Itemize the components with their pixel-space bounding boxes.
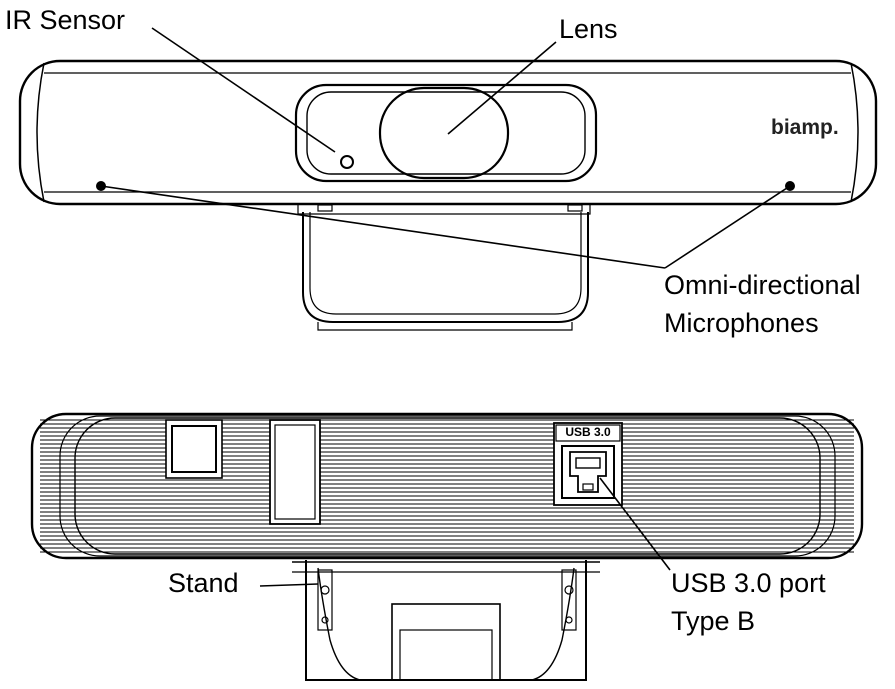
leader-lens (447, 41, 557, 135)
hinge-screw-right-2 (565, 616, 573, 624)
front-stand-top (297, 204, 591, 215)
hinge-screw-right (564, 585, 574, 595)
label-microphones: Microphones (664, 308, 819, 338)
usb-port-connector (569, 451, 607, 493)
leader-ir-sensor (151, 27, 336, 153)
back-stand-center (391, 603, 501, 681)
hinge-screw-left-2 (321, 616, 329, 624)
label-ir-sensor: IR Sensor (5, 5, 126, 35)
usb-port-tag-box (555, 424, 621, 442)
back-body (30, 412, 864, 560)
leader-lines (100, 27, 791, 587)
stand-clip-right (567, 204, 583, 212)
back-square-cutout (171, 425, 217, 473)
usb-port-pin (575, 457, 601, 469)
leader-mic-left (100, 185, 666, 269)
usb-port-body (561, 445, 615, 499)
leader-stand (259, 583, 319, 587)
back-inner-panel (74, 417, 821, 555)
lens-window-outer (294, 83, 598, 183)
back-stand-leg-right (531, 567, 575, 681)
ir-sensor-dot (340, 155, 354, 169)
front-body (18, 59, 878, 206)
front-end-cap-left (36, 62, 45, 203)
back-label-plate-inner (274, 424, 316, 520)
back-hinge-right (561, 569, 577, 631)
back-stand (305, 560, 587, 681)
front-end-cap-right (850, 62, 859, 203)
front-stand-inner (309, 212, 582, 315)
back-hinge-left (317, 569, 333, 631)
biamp-logo: biamp. (771, 116, 839, 139)
front-stand (302, 212, 589, 323)
hinge-screw-left (320, 585, 330, 595)
usb-port-pin-2 (582, 483, 594, 491)
front-stand-base (317, 322, 573, 331)
back-square-cutout-outer (165, 419, 223, 479)
label-lens: Lens (559, 14, 618, 44)
usb-port-tag: USB 3.0 (565, 425, 611, 439)
back-label-plate (269, 419, 321, 525)
front-view (18, 59, 878, 331)
leader-mic-right (664, 185, 791, 269)
back-stand-leg-left (317, 567, 361, 681)
back-stand-center-inner (399, 629, 493, 681)
back-view (30, 412, 864, 681)
label-stand: Stand (168, 568, 239, 598)
label-usb-type-b: Type B (671, 606, 756, 636)
label-usb-port: USB 3.0 port (671, 568, 826, 598)
stand-clip-left (317, 204, 333, 212)
leader-usb (599, 477, 671, 571)
back-inner-panel-2 (59, 415, 836, 557)
lens (378, 86, 510, 180)
label-omni-directional: Omni-directional (664, 270, 861, 300)
